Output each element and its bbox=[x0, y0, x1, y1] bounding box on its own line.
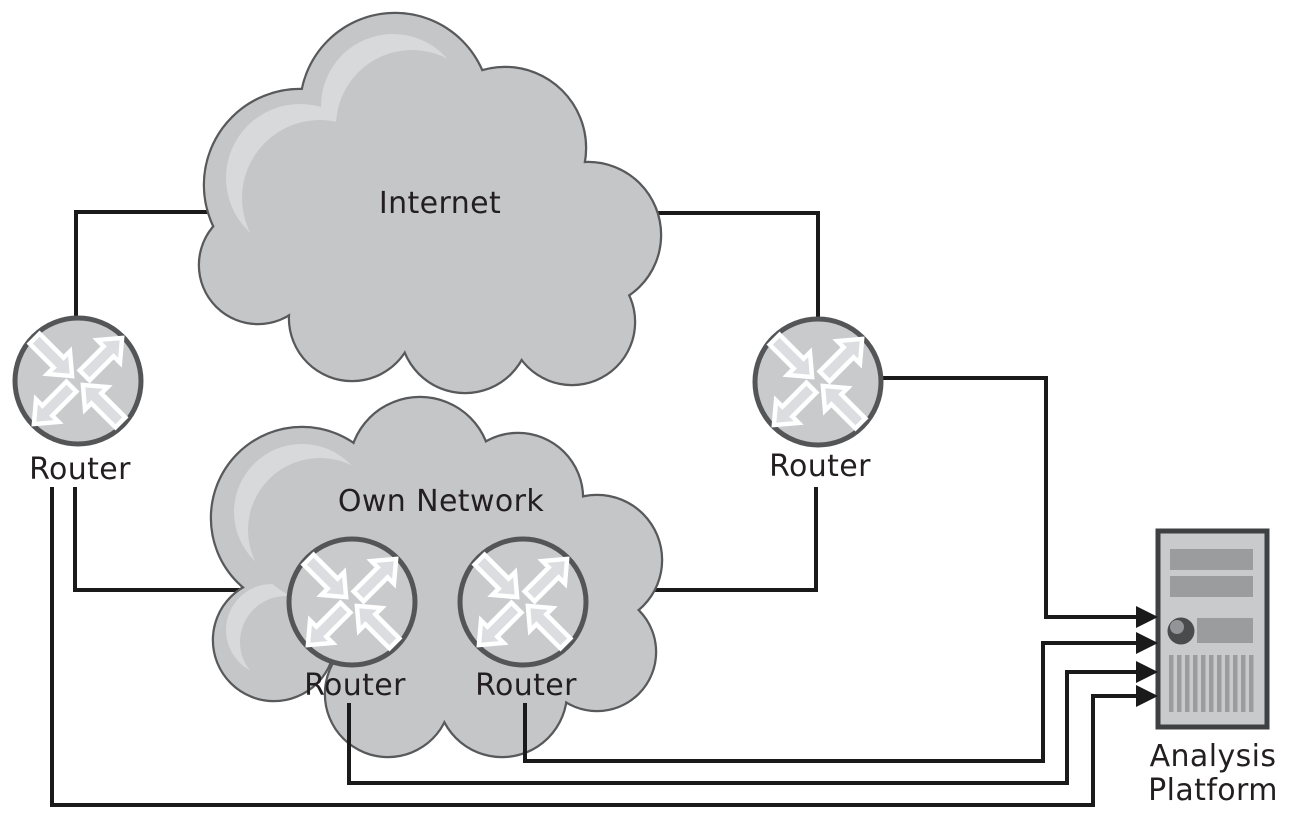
link-own-left-router-analysis bbox=[347, 670, 1140, 785]
analysis-platform-icon bbox=[1155, 528, 1270, 730]
link-left-router-internet bbox=[74, 210, 230, 318]
cloud-lobe bbox=[336, 50, 488, 202]
arrowhead-icon-right-router bbox=[1136, 606, 1158, 628]
analysis-platform-label-line2: Platform bbox=[1148, 773, 1278, 808]
router-own-right-label: Router bbox=[475, 668, 577, 703]
arrowhead-icon-left-router bbox=[1136, 685, 1158, 707]
router-own-left-label: Router bbox=[304, 668, 406, 703]
link-left-router-analysis bbox=[50, 487, 1140, 807]
link-own-right-router-analysis bbox=[523, 641, 1140, 763]
server-vent-line bbox=[1177, 655, 1182, 712]
router-right-icon bbox=[755, 319, 881, 445]
server-vent-line bbox=[1185, 655, 1190, 712]
server-drive-bay bbox=[1197, 618, 1253, 643]
inner-link-lines bbox=[347, 641, 1140, 785]
server-vent-line bbox=[1201, 655, 1206, 712]
link-right-router-own-network bbox=[640, 487, 818, 592]
server-vent-line bbox=[1249, 655, 1254, 712]
link-left-router-own-network bbox=[73, 487, 260, 592]
analysis-platform-label-line1: Analysis bbox=[1150, 739, 1277, 774]
arrowheads bbox=[1136, 606, 1158, 707]
server-vent-line bbox=[1233, 655, 1238, 712]
server-vent-line bbox=[1225, 655, 1230, 712]
internet-cloud: Internet bbox=[197, 11, 663, 395]
own-network-cloud: Own Network bbox=[209, 395, 664, 759]
internet-cloud-label: Internet bbox=[379, 186, 501, 221]
router-left-icon bbox=[15, 318, 141, 444]
server-drive-bay bbox=[1170, 549, 1253, 570]
link-right-router-analysis bbox=[879, 376, 1140, 619]
server-vent-line bbox=[1217, 655, 1222, 712]
link-right-router-internet bbox=[600, 211, 820, 318]
router-own-right-icon bbox=[460, 539, 586, 665]
server-vent-line bbox=[1169, 655, 1174, 712]
router-own-left-icon bbox=[289, 539, 415, 665]
arrowhead-icon-own-right-router bbox=[1136, 632, 1158, 654]
router-left-label: Router bbox=[29, 452, 131, 487]
link-lines bbox=[50, 210, 1140, 807]
server-drive-bay bbox=[1170, 576, 1253, 597]
own-network-cloud-label: Own Network bbox=[338, 484, 545, 519]
server-vent-line bbox=[1193, 655, 1198, 712]
server-vents bbox=[1169, 655, 1254, 712]
arrowhead-icon-own-left-router bbox=[1136, 661, 1158, 683]
server-power-knob-highlight bbox=[1170, 620, 1184, 634]
server-vent-line bbox=[1209, 655, 1214, 712]
router-right-label: Router bbox=[769, 449, 871, 484]
server-vent-line bbox=[1241, 655, 1246, 712]
